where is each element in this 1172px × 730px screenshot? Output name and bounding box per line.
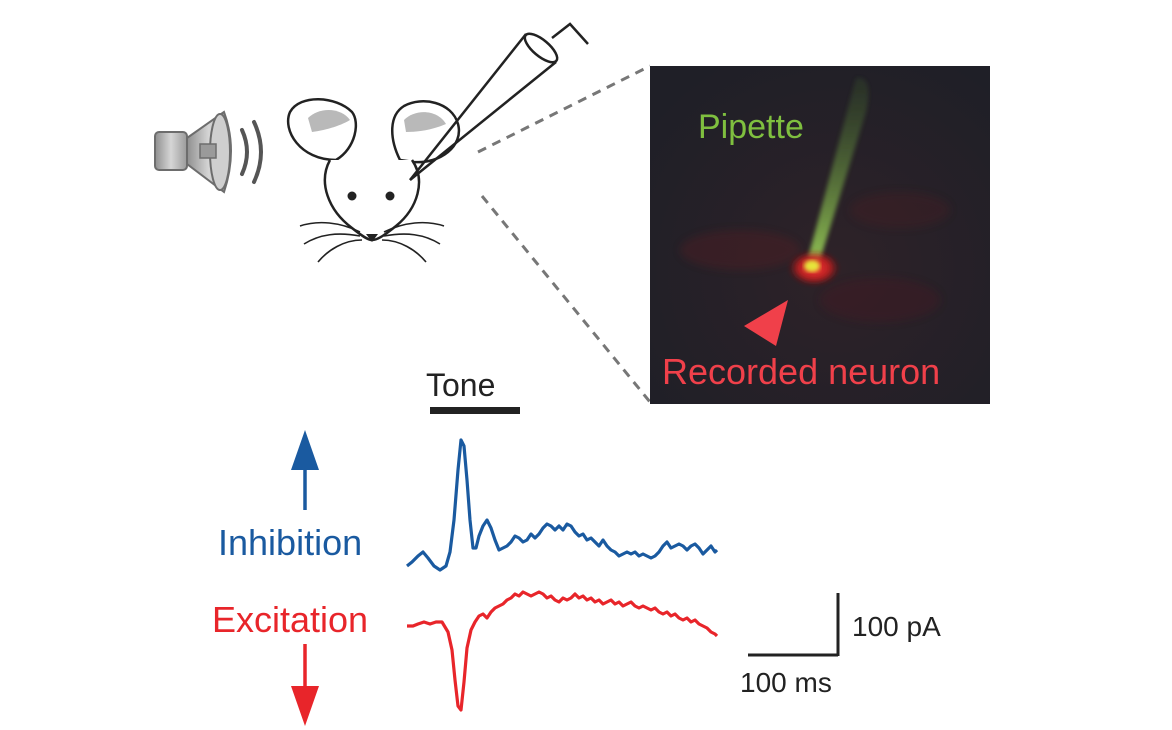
- inhibition-trace: [406, 438, 719, 572]
- scale-bar: 100 pA 100 ms: [740, 593, 941, 698]
- neuron-pointer-icon: [744, 300, 788, 346]
- inhibition-arrow-icon: [291, 430, 319, 510]
- tone-label: Tone: [426, 367, 495, 403]
- scale-x-label: 100 ms: [740, 667, 832, 698]
- pipette-label: Pipette: [698, 108, 804, 146]
- excitation-arrow-icon: [291, 644, 319, 726]
- excitation-label: Excitation: [212, 599, 368, 640]
- pipette-icon: [409, 22, 589, 181]
- micrograph: Pipette Recorded neuron: [650, 66, 990, 404]
- mouse-icon: [287, 98, 461, 263]
- tone-indicator: Tone: [426, 367, 520, 414]
- zoom-lines: [477, 64, 652, 403]
- speaker-icon: [154, 110, 263, 194]
- inhibition-label: Inhibition: [218, 522, 362, 563]
- excitation-trace: [407, 590, 719, 712]
- tone-bar: [430, 407, 520, 414]
- scale-y-label: 100 pA: [852, 611, 941, 642]
- recorded-neuron-label: Recorded neuron: [662, 351, 940, 392]
